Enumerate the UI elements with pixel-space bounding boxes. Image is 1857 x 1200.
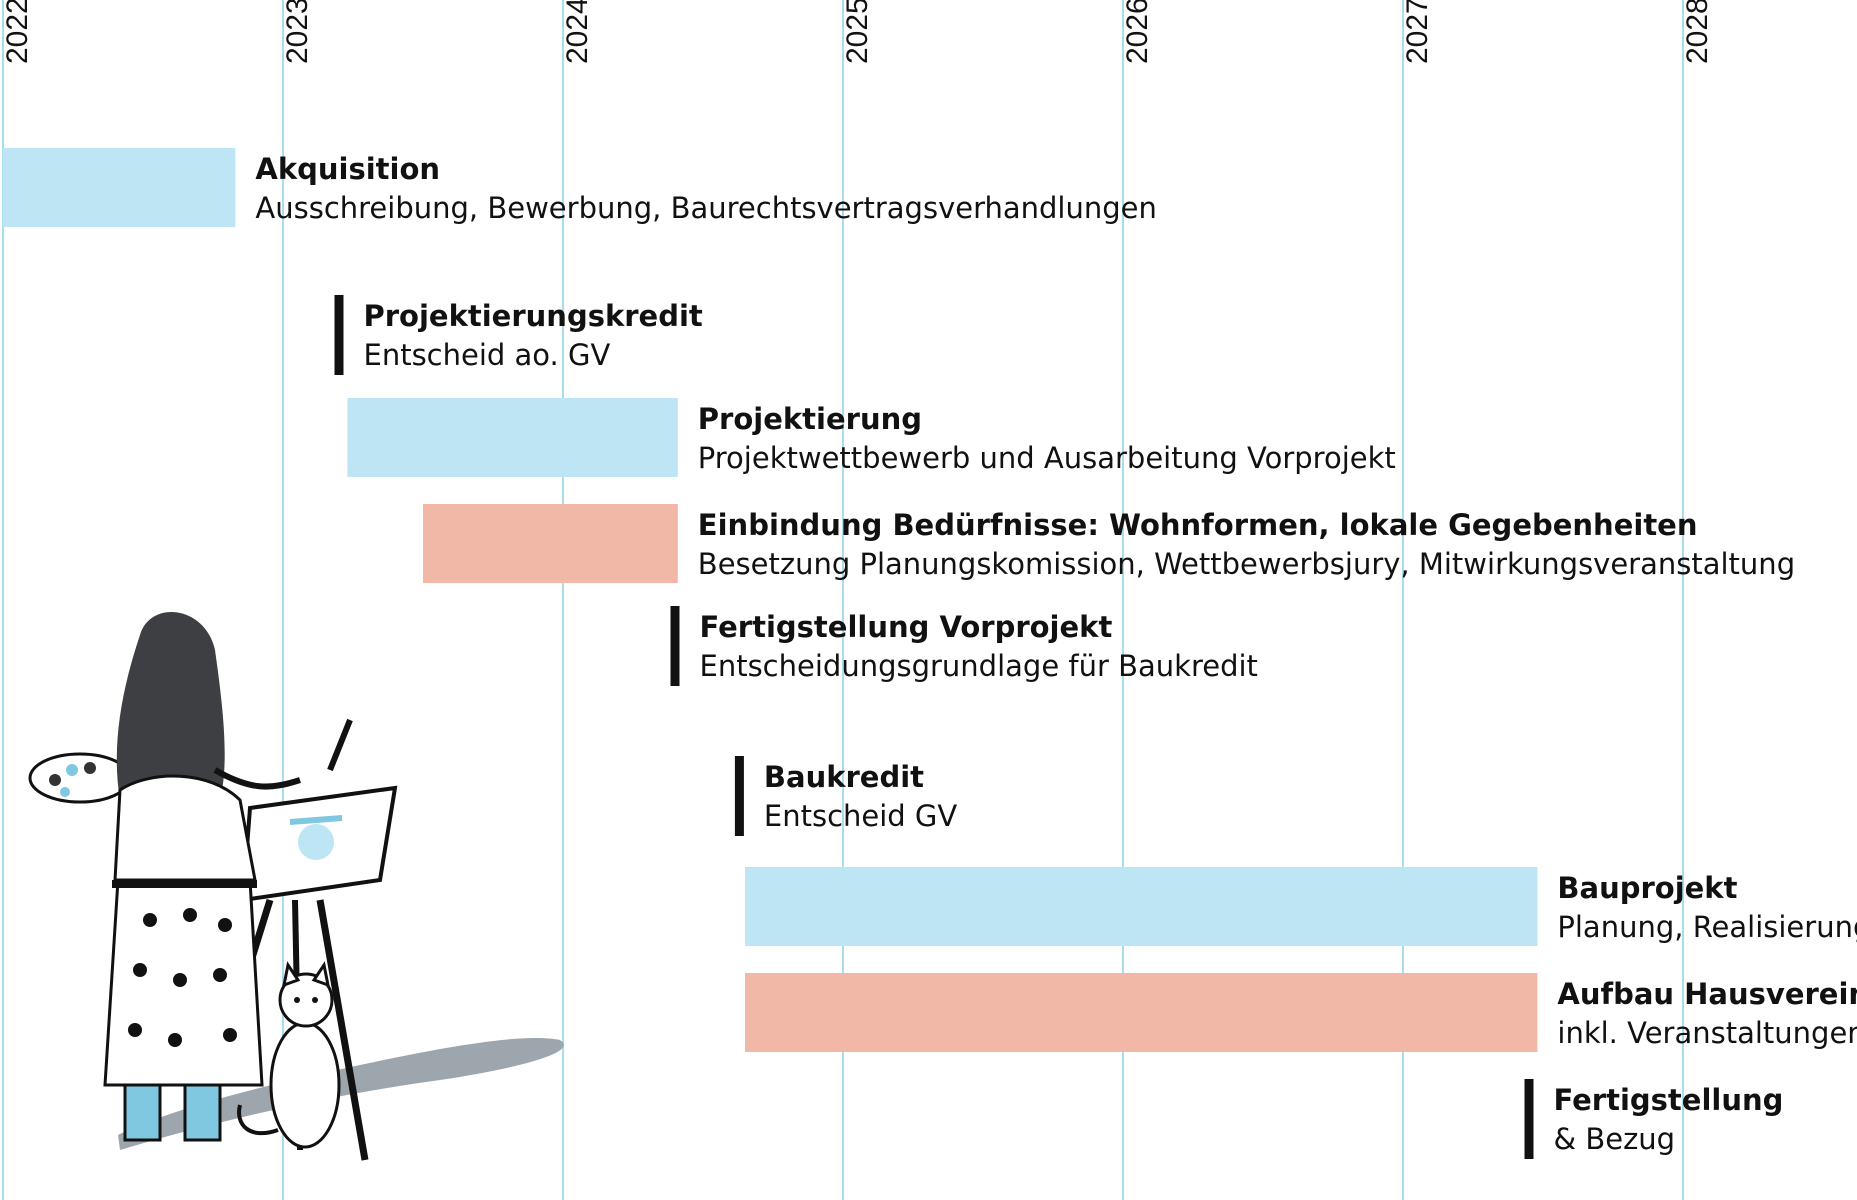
phase-title: Baukredit xyxy=(764,760,924,794)
tick-label-2027: 2027 xyxy=(1401,0,1434,64)
bar-projektierung xyxy=(347,398,678,477)
milestone-fertigstellung-vorprojekt xyxy=(670,606,680,686)
bar-bauprojekt xyxy=(745,867,1538,946)
tick-label-2028: 2028 xyxy=(1681,0,1714,64)
bar-einbindung-bedürfnisse-wohnformen-lokale-gegebenheiten xyxy=(423,504,678,583)
tick-label-2023: 2023 xyxy=(281,0,314,64)
milestone-projektierungskredit xyxy=(334,295,344,375)
phase-title: Bauprojekt xyxy=(1557,871,1737,905)
year-axis: 2022 2023 2024 2025 2026 2027 2028 xyxy=(1,0,1714,64)
phase-title: Fertigstellung xyxy=(1554,1083,1784,1117)
phase-title: Akquisition xyxy=(255,152,440,186)
tick-label-2024: 2024 xyxy=(561,0,594,64)
phase-subtitle: & Bezug xyxy=(1554,1122,1676,1156)
phase-subtitle: Entscheid GV xyxy=(764,799,958,833)
year-grid xyxy=(2,0,1684,1200)
phase-subtitle: Planung, Realisierung xyxy=(1557,910,1857,944)
phase-subtitle: Ausschreibung, Bewerbung, Baurechtsvertr… xyxy=(255,191,1156,225)
milestone-fertigstellung xyxy=(1524,1079,1534,1159)
milestone-baukredit xyxy=(734,756,744,836)
tick-label-2022: 2022 xyxy=(1,0,34,64)
phase-subtitle: Besetzung Planungskomission, Wettbewerbs… xyxy=(698,547,1795,581)
phase-title: Einbindung Bedürfnisse: Wohnformen, loka… xyxy=(698,508,1698,542)
phase-bars xyxy=(3,148,1538,1159)
bar-aufbau-hausverein xyxy=(745,973,1538,1052)
phase-title: Projektierung xyxy=(698,402,922,436)
phase-title: Aufbau Hausverein xyxy=(1557,977,1857,1011)
painter-with-cat-illustration xyxy=(28,612,564,1161)
phase-title: Projektierungskredit xyxy=(364,299,703,333)
phase-title: Fertigstellung Vorprojekt xyxy=(700,610,1113,644)
phase-subtitle: inkl. Veranstaltungen xyxy=(1557,1016,1857,1050)
tick-label-2025: 2025 xyxy=(841,0,874,64)
phase-subtitle: Entscheidungsgrundlage für Baukredit xyxy=(700,649,1258,683)
tick-label-2026: 2026 xyxy=(1121,0,1154,64)
phase-subtitle: Projektwettbewerb und Ausarbeitung Vorpr… xyxy=(698,441,1396,475)
bar-akquisition xyxy=(3,148,236,227)
phase-subtitle: Entscheid ao. GV xyxy=(364,338,611,372)
